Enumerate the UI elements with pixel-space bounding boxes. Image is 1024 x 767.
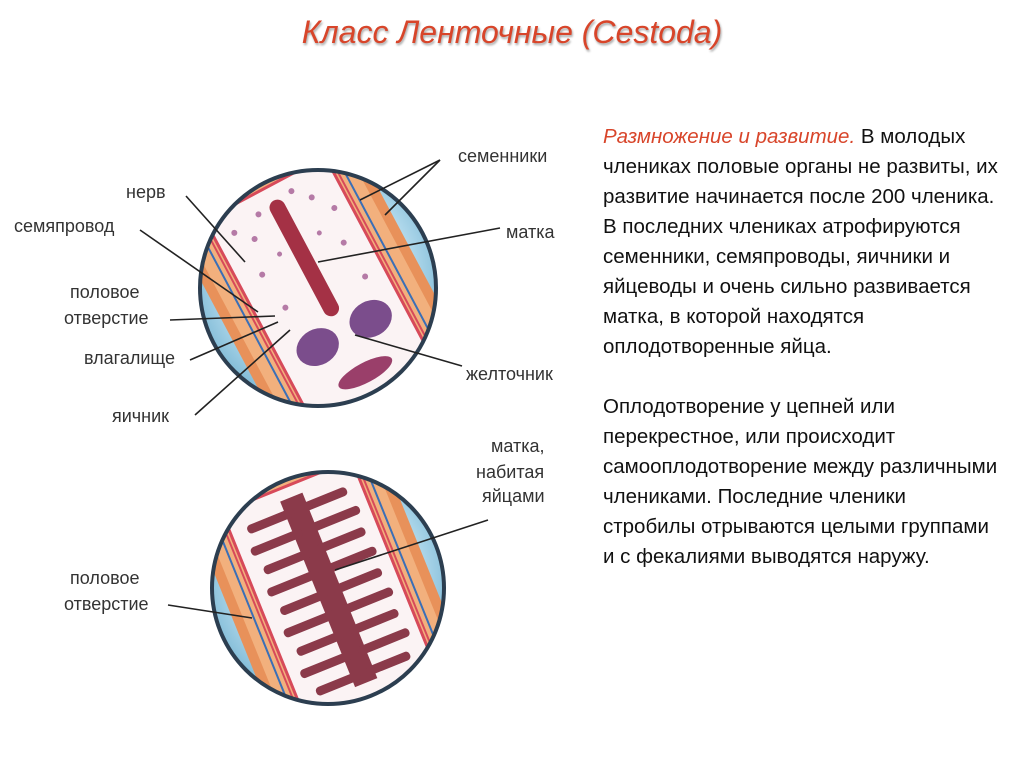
label-nerve: нерв: [126, 182, 166, 202]
body-text: Размножение и развитие. В молодых членик…: [603, 122, 1003, 602]
label-testes: семенники: [458, 146, 547, 166]
paragraph-reproduction: Размножение и развитие. В молодых членик…: [603, 122, 1003, 362]
tapeworm-figure: семенники нерв семяпровод матка половое …: [14, 146, 556, 706]
label-gravid-uterus-line1: матка,: [491, 436, 545, 456]
bottom-lens: [210, 470, 446, 706]
paragraph-fertilization: Оплодотворение у цепней или перекрестное…: [603, 395, 998, 568]
label-genital-pore-line2: отверстие: [64, 308, 149, 328]
label-vitelline-gland: желточник: [466, 364, 553, 384]
label-bottom-genital-pore-line1: половое: [70, 568, 139, 588]
paragraph-lead: Размножение и развитие.: [603, 125, 856, 148]
label-uterus: матка: [506, 222, 556, 242]
label-gravid-uterus-line3: яйцами: [482, 486, 545, 506]
top-lens: [198, 168, 438, 408]
label-bottom-genital-pore-line2: отверстие: [64, 594, 149, 614]
slide-title: Класс Ленточные (Cestoda): [301, 14, 723, 50]
paragraph-body: В молодых члениках половые органы не раз…: [603, 125, 998, 358]
label-vas-deferens: семяпровод: [14, 216, 115, 236]
leader-lines: [139, 159, 501, 619]
label-ovary: яичник: [112, 406, 169, 426]
label-gravid-uterus-line2: набитая: [476, 462, 544, 482]
label-genital-pore-line1: половое: [70, 282, 139, 302]
label-vagina: влагалище: [84, 348, 175, 368]
